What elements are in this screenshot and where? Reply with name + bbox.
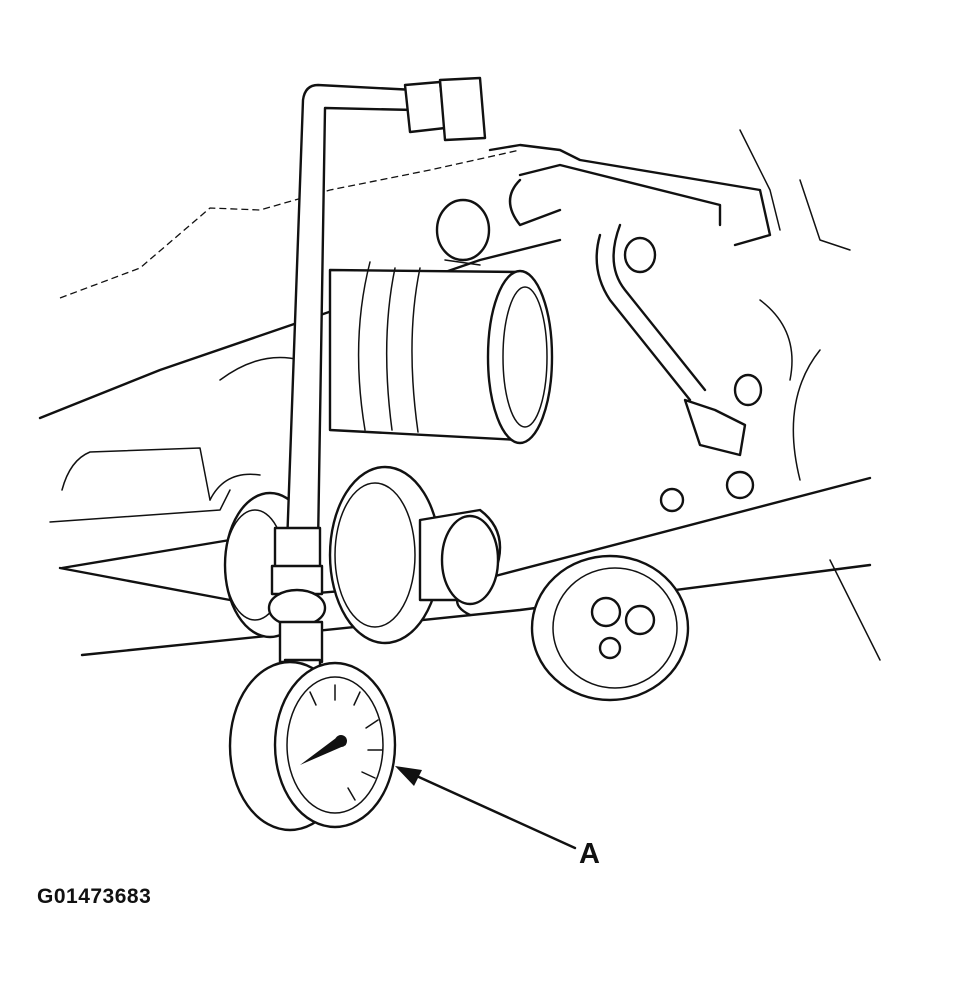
hose-fittings	[267, 526, 327, 682]
gauge-needle	[300, 735, 346, 765]
cv-joint-boot	[223, 465, 502, 645]
figure-id: G01473683	[37, 885, 152, 908]
oil-filter	[328, 198, 554, 445]
pulley	[530, 349, 881, 702]
fuel-line-bracket	[488, 143, 772, 513]
pressure-gauge	[228, 660, 397, 832]
callout-label-a: A	[579, 838, 600, 870]
callout-arrow	[395, 766, 577, 850]
gauge-hose	[285, 76, 487, 547]
